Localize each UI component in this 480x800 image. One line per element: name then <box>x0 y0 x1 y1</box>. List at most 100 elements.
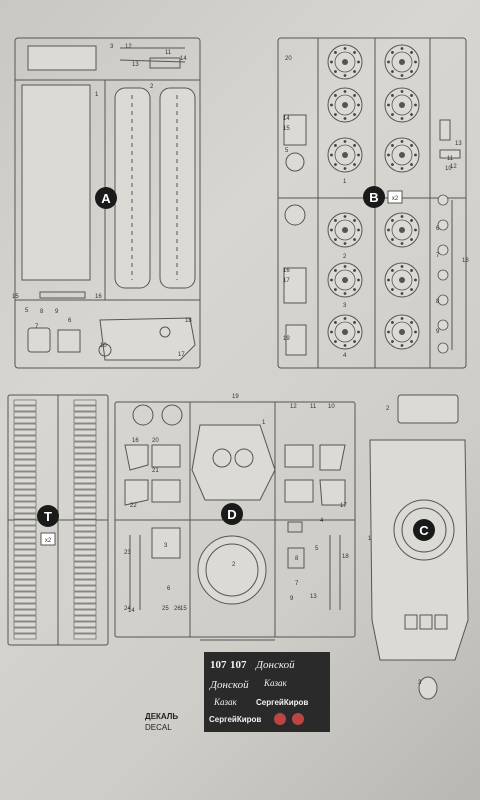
track-link <box>13 627 37 634</box>
sprue-a <box>14 37 201 369</box>
part-number: 12 <box>450 164 457 170</box>
track-link <box>13 441 37 448</box>
part-number: 17 <box>283 278 290 284</box>
part-number: 23 <box>124 550 131 556</box>
badge-b-label: B <box>369 190 378 205</box>
part-number: 10 <box>100 343 107 349</box>
part-number: 15 <box>180 606 187 612</box>
small-wheel <box>437 342 449 354</box>
part-number: 8 <box>436 299 440 305</box>
part-number: 3 <box>164 543 168 549</box>
part-number: 14 <box>128 608 135 614</box>
part-number: 25 <box>162 606 169 612</box>
part-number: 15 <box>283 126 290 132</box>
part-number: 13 <box>132 62 139 68</box>
part-number: 26 <box>174 606 181 612</box>
decal-kirov-2: СергейКиров <box>209 715 261 724</box>
small-wheel <box>437 269 449 281</box>
track-link <box>13 447 37 454</box>
small-wheel <box>437 244 449 256</box>
road-wheel <box>327 314 363 350</box>
road-wheel <box>384 44 420 80</box>
track-link <box>73 507 97 514</box>
track-link <box>73 543 97 550</box>
track-link <box>13 567 37 574</box>
track-link <box>73 417 97 424</box>
part-number: 19 <box>232 394 239 400</box>
part-number: 8 <box>40 309 44 315</box>
part-number: 18 <box>185 318 192 324</box>
decal-number-1: 107 <box>210 659 227 671</box>
track-link <box>13 429 37 436</box>
part-number: 3 <box>110 44 114 50</box>
part-number: 5 <box>25 308 29 314</box>
decal-caption-en: DECAL <box>145 723 172 732</box>
track-link <box>13 615 37 622</box>
part-number: 13 <box>455 141 462 147</box>
track-link <box>73 537 97 544</box>
track-link <box>73 447 97 454</box>
track-link <box>73 495 97 502</box>
track-link <box>13 399 37 406</box>
decal-kazak-2: Казак <box>213 697 237 707</box>
part-number: 24 <box>124 606 131 612</box>
decal-kirov-1: СергейКиров <box>256 698 308 707</box>
part-number: 5 <box>285 148 289 154</box>
track-link <box>13 621 37 628</box>
track-link <box>13 579 37 586</box>
track-link <box>73 441 97 448</box>
track-link <box>73 429 97 436</box>
decal-sheet: 107 107 Донской Донской Казак Казак Серг… <box>204 652 330 732</box>
track-link <box>13 573 37 580</box>
track-link <box>73 489 97 496</box>
part-number: 20 <box>285 56 292 62</box>
road-wheel <box>384 314 420 350</box>
track-link <box>73 591 97 598</box>
road-wheel <box>327 87 363 123</box>
part-number: 19 <box>283 336 290 342</box>
track-link <box>13 585 37 592</box>
track-link <box>73 477 97 484</box>
road-wheel <box>327 44 363 80</box>
part-number: 8 <box>295 556 299 562</box>
track-link <box>13 597 37 604</box>
track-link <box>13 405 37 412</box>
track-link <box>13 471 37 478</box>
track-link <box>13 609 37 616</box>
decal-caption-ru: ДЕКАЛЬ <box>145 712 179 721</box>
track-link <box>73 399 97 406</box>
badge-b-multiplier: x2 <box>392 196 399 202</box>
part-number: 12 <box>125 44 132 50</box>
track-link <box>73 609 97 616</box>
track-link <box>13 633 37 640</box>
track-link <box>73 531 97 538</box>
part-number: 16 <box>283 268 290 274</box>
track-link <box>73 573 97 580</box>
track-link <box>13 507 37 514</box>
road-wheel <box>327 262 363 298</box>
part-number: 1 <box>368 536 372 542</box>
road-wheel <box>384 262 420 298</box>
track-link <box>13 489 37 496</box>
sprue-b-road-wheels <box>327 44 449 354</box>
track-link <box>13 555 37 562</box>
track-link <box>73 525 97 532</box>
track-link <box>73 567 97 574</box>
road-wheel <box>327 137 363 173</box>
road-wheel <box>384 137 420 173</box>
part-number: 2 <box>232 562 236 568</box>
hull-part-c <box>369 394 469 700</box>
track-link <box>73 423 97 430</box>
part-number: 9 <box>436 329 440 335</box>
part-number: 16 <box>95 294 102 300</box>
road-wheel <box>327 212 363 248</box>
badge-b: B x2 <box>363 186 403 208</box>
track-link <box>73 549 97 556</box>
part-number: 11 <box>165 50 172 56</box>
part-number: 20 <box>152 438 159 444</box>
part-number: 1 <box>343 179 347 185</box>
track-link <box>13 417 37 424</box>
track-link <box>73 615 97 622</box>
track-link <box>13 477 37 484</box>
